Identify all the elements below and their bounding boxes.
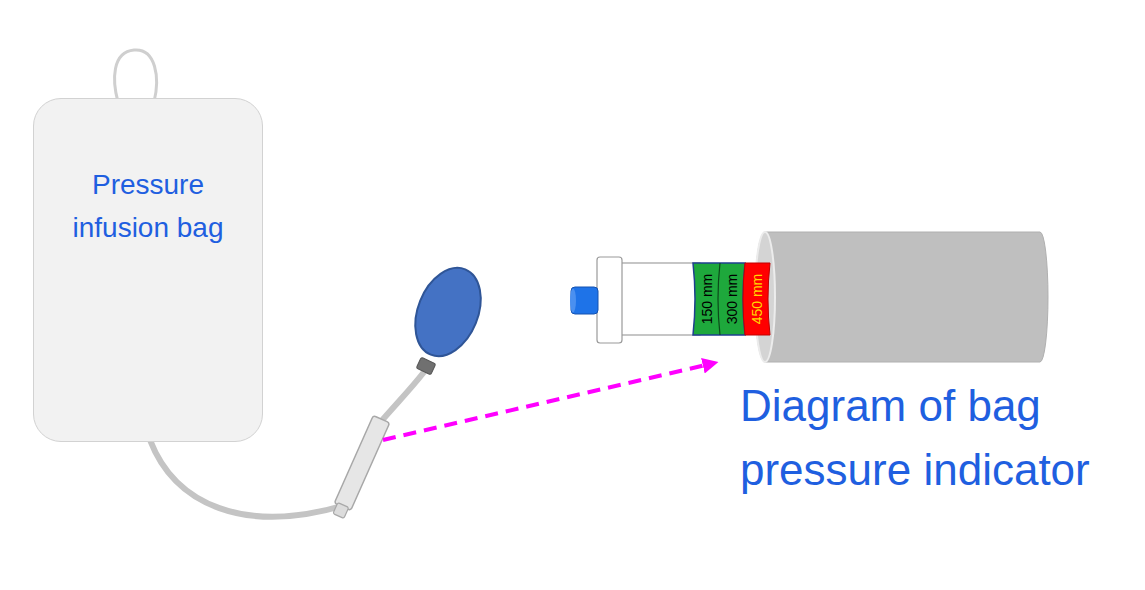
red-band bbox=[743, 263, 770, 335]
tube bbox=[150, 440, 345, 517]
band-divider bbox=[718, 263, 720, 335]
hanger-loop bbox=[115, 50, 157, 102]
scale-mark: 150 mm bbox=[700, 274, 714, 325]
scale-mark: 300 mm bbox=[725, 274, 739, 325]
scale-mark: 450 mm bbox=[750, 274, 764, 325]
diagram-caption: Diagram of bag pressure indicator bbox=[740, 374, 1140, 502]
indicator-housing bbox=[755, 232, 1048, 362]
knob-face bbox=[570, 289, 576, 313]
indicator-cap bbox=[597, 257, 622, 343]
tube bbox=[378, 372, 424, 425]
clear-tube bbox=[615, 263, 700, 335]
infusion-bag: Pressure infusion bag bbox=[33, 98, 263, 442]
pressure-indicator bbox=[570, 232, 1048, 362]
green-band bbox=[693, 263, 745, 335]
indicator-knob bbox=[571, 287, 598, 314]
inflation-bulb bbox=[403, 258, 493, 366]
zoom-arrow bbox=[383, 365, 706, 440]
bag-label: Pressure infusion bag bbox=[48, 163, 248, 250]
tube-connector bbox=[330, 415, 390, 519]
valve bbox=[416, 357, 436, 375]
